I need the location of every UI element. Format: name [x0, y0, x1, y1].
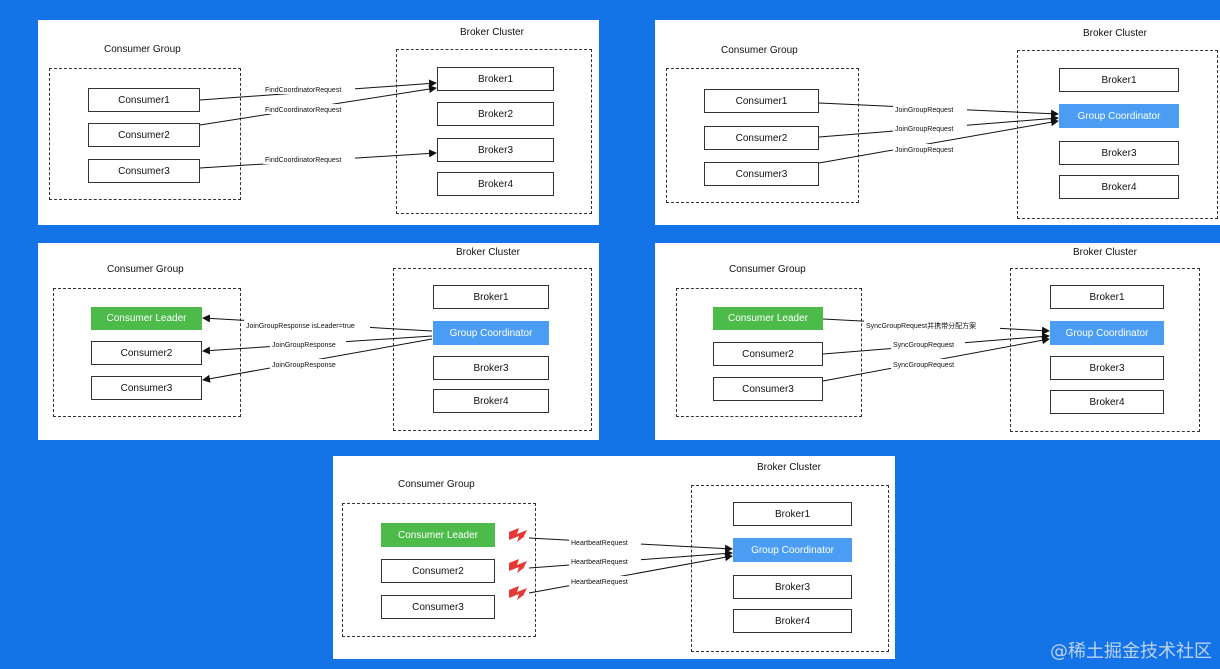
panel-heartbeat-request: Consumer Group Broker Cluster Consumer L… — [333, 456, 895, 659]
edge-label: FindCoordinatorRequest — [265, 107, 341, 114]
broker-cluster-box — [396, 49, 592, 214]
broker-node: Broker4 — [733, 609, 852, 633]
edge-label: JoinGroupResponse — [272, 342, 336, 349]
panel-join-group-request: Consumer Group Broker Cluster Consumer1 … — [655, 20, 1220, 225]
panel-find-coordinator: Consumer Group Broker Cluster Consumer1 … — [38, 20, 599, 225]
consumer-group-title: Consumer Group — [107, 264, 184, 275]
broker-cluster-title: Broker Cluster — [460, 27, 524, 38]
broker-node: Broker1 — [1050, 285, 1164, 309]
consumer-node: Consumer1 — [704, 89, 819, 113]
broker-cluster-title: Broker Cluster — [757, 462, 821, 473]
broker-node: Broker2 — [437, 102, 554, 126]
edge-label: SyncGroupRequest — [893, 362, 954, 369]
edge-label: FindCoordinatorRequest — [265, 87, 341, 94]
consumer-node: Consumer2 — [381, 559, 495, 583]
consumer-leader-node: Consumer Leader — [713, 307, 823, 330]
broker-cluster-title: Broker Cluster — [1083, 28, 1147, 39]
group-coordinator-node: Group Coordinator — [433, 321, 549, 345]
consumer-node: Consumer2 — [713, 342, 823, 366]
broker-node: Broker1 — [733, 502, 852, 526]
consumer-node: Consumer3 — [91, 376, 202, 400]
consumer-node: Consumer3 — [704, 162, 819, 186]
consumer-node: Consumer1 — [88, 88, 200, 112]
edge-label: JoinGroupResponse — [272, 362, 336, 369]
panel-join-group-response: Consumer Group Broker Cluster Consumer L… — [38, 243, 599, 440]
edge-label: HeartbeatRequest — [571, 559, 628, 566]
broker-node: Broker4 — [1050, 390, 1164, 414]
edge-label: SyncGroupRequest — [893, 342, 954, 349]
edge-label: JoinGroupRequest — [895, 147, 953, 154]
broker-node: Broker1 — [437, 67, 554, 91]
consumer-group-title: Consumer Group — [398, 479, 475, 490]
broker-node: Broker3 — [1059, 141, 1179, 165]
broker-node: Broker1 — [1059, 68, 1179, 92]
group-coordinator-node: Group Coordinator — [1050, 321, 1164, 345]
broker-node: Broker4 — [1059, 175, 1179, 199]
broker-node: Broker3 — [437, 138, 554, 162]
consumer-group-box — [49, 68, 241, 200]
broker-node: Broker1 — [433, 285, 549, 309]
consumer-node: Consumer3 — [381, 595, 495, 619]
edge-label: HeartbeatRequest — [571, 579, 628, 586]
consumer-leader-node: Consumer Leader — [91, 307, 202, 330]
broker-node: Broker4 — [433, 389, 549, 413]
consumer-leader-node: Consumer Leader — [381, 523, 495, 547]
consumer-node: Consumer2 — [88, 123, 200, 147]
edge-label: JoinGroupRequest — [895, 126, 953, 133]
edge-label: JoinGroupResponse isLeader=true — [246, 323, 355, 330]
edge-label: SyncGroupRequest并携带分配方案 — [866, 321, 976, 330]
broker-node: Broker3 — [733, 575, 852, 599]
consumer-node: Consumer3 — [713, 377, 823, 401]
consumer-group-title: Consumer Group — [729, 264, 806, 275]
group-coordinator-node: Group Coordinator — [733, 538, 852, 562]
watermark: @稀土掘金技术社区 — [1050, 641, 1212, 662]
consumer-group-title: Consumer Group — [104, 44, 181, 55]
group-coordinator-node: Group Coordinator — [1059, 104, 1179, 128]
edge-label: JoinGroupRequest — [895, 107, 953, 114]
consumer-node: Consumer2 — [91, 341, 202, 365]
edge-label: FindCoordinatorRequest — [265, 157, 341, 164]
broker-node: Broker3 — [1050, 356, 1164, 380]
broker-node: Broker3 — [433, 356, 549, 380]
broker-node: Broker4 — [437, 172, 554, 196]
edge-label: HeartbeatRequest — [571, 540, 628, 547]
consumer-group-title: Consumer Group — [721, 45, 798, 56]
broker-cluster-title: Broker Cluster — [1073, 247, 1137, 258]
consumer-node: Consumer3 — [88, 159, 200, 183]
broker-cluster-title: Broker Cluster — [456, 247, 520, 258]
panel-sync-group-request: Consumer Group Broker Cluster Consumer L… — [655, 243, 1220, 440]
consumer-node: Consumer2 — [704, 126, 819, 150]
